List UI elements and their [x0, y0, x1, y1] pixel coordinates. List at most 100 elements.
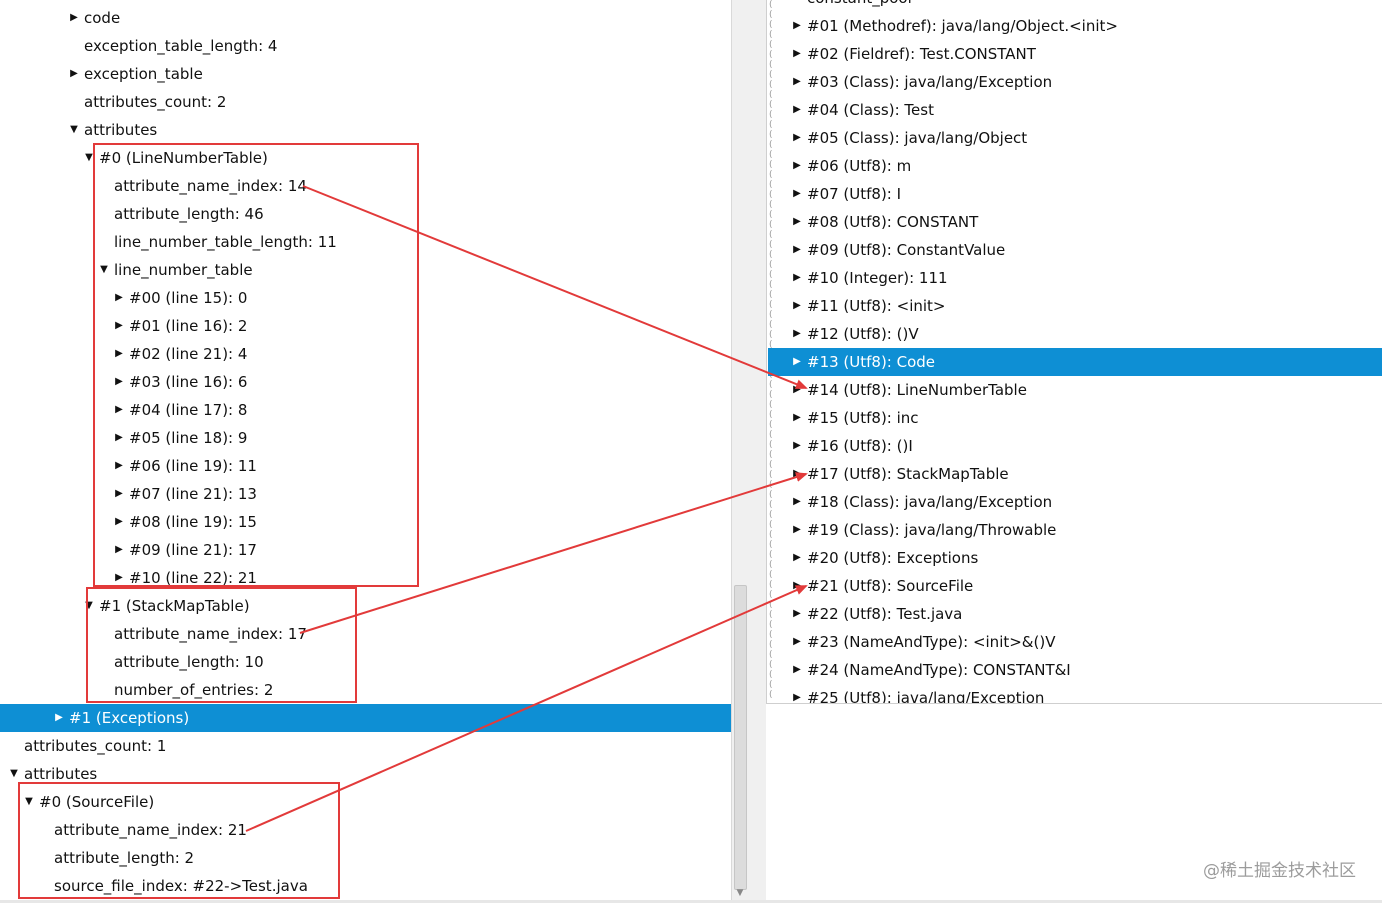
triangle-right-icon[interactable]: ▶ [793, 216, 801, 227]
left-tree-row[interactable]: ▶#10 (line 22): 21 [0, 564, 731, 592]
triangle-right-icon[interactable]: ▶ [115, 348, 123, 359]
left-tree-row[interactable]: ▶#1 (Exceptions) [0, 704, 731, 732]
left-tree-row[interactable]: ▶#04 (line 17): 8 [0, 396, 731, 424]
left-tree-row[interactable]: exception_table_length: 4 [0, 32, 731, 60]
right-tree-row[interactable]: constant_pool [768, 0, 1382, 12]
left-tree-row[interactable]: ▼line_number_table [0, 256, 731, 284]
left-tree-row[interactable]: line_number_table_length: 11 [0, 228, 731, 256]
left-tree-row[interactable]: ▼#0 (LineNumberTable) [0, 144, 731, 172]
right-tree-row[interactable]: ▶#01 (Methodref): java/lang/Object.<init… [768, 12, 1382, 40]
left-tree-row[interactable]: attribute_length: 10 [0, 648, 731, 676]
right-tree-row[interactable]: ▶#24 (NameAndType): CONSTANT&I [768, 656, 1382, 684]
right-tree-row[interactable]: ▶#18 (Class): java/lang/Exception [768, 488, 1382, 516]
triangle-right-icon[interactable]: ▶ [115, 404, 123, 415]
right-tree-row[interactable]: ▶#03 (Class): java/lang/Exception [768, 68, 1382, 96]
triangle-right-icon[interactable]: ▶ [793, 524, 801, 535]
scroll-down-icon[interactable]: ▼ [736, 888, 744, 898]
left-tree-row[interactable]: attribute_length: 46 [0, 200, 731, 228]
triangle-right-icon[interactable]: ▶ [115, 320, 123, 331]
left-tree-row[interactable]: ▶#08 (line 19): 15 [0, 508, 731, 536]
right-tree-row[interactable]: ▶#16 (Utf8): ()I [768, 432, 1382, 460]
triangle-right-icon[interactable]: ▶ [793, 552, 801, 563]
triangle-right-icon[interactable]: ▶ [115, 572, 123, 583]
right-tree-row[interactable]: ▶#02 (Fieldref): Test.CONSTANT [768, 40, 1382, 68]
left-tree-row[interactable]: ▶#09 (line 21): 17 [0, 536, 731, 564]
triangle-right-icon[interactable]: ▶ [793, 440, 801, 451]
left-tree-row[interactable]: attributes_count: 1 [0, 732, 731, 760]
triangle-right-icon[interactable]: ▶ [793, 104, 801, 115]
left-tree-row[interactable]: ▶#03 (line 16): 6 [0, 368, 731, 396]
right-tree-row[interactable]: ▶#08 (Utf8): CONSTANT [768, 208, 1382, 236]
left-tree-row[interactable]: attribute_name_index: 21 [0, 816, 731, 844]
left-tree-row[interactable]: ▶#05 (line 18): 9 [0, 424, 731, 452]
triangle-right-icon[interactable]: ▶ [793, 580, 801, 591]
triangle-right-icon[interactable]: ▶ [793, 356, 801, 367]
right-tree-row[interactable]: ▶#09 (Utf8): ConstantValue [768, 236, 1382, 264]
triangle-right-icon[interactable]: ▶ [793, 692, 801, 703]
triangle-right-icon[interactable]: ▶ [793, 636, 801, 647]
left-tree-row[interactable]: number_of_entries: 2 [0, 676, 731, 704]
triangle-right-icon[interactable]: ▶ [793, 272, 801, 283]
triangle-right-icon[interactable]: ▶ [793, 496, 801, 507]
left-tree-row[interactable]: ▶#02 (line 21): 4 [0, 340, 731, 368]
vertical-scrollbar[interactable]: ▼ [731, 0, 748, 903]
triangle-down-icon[interactable]: ▼ [85, 600, 93, 611]
left-tree-row[interactable]: ▶#06 (line 19): 11 [0, 452, 731, 480]
triangle-right-icon[interactable]: ▶ [70, 12, 78, 23]
triangle-right-icon[interactable]: ▶ [793, 20, 801, 31]
right-tree-row[interactable]: ▶#14 (Utf8): LineNumberTable [768, 376, 1382, 404]
right-tree-row[interactable]: ▶#22 (Utf8): Test.java [768, 600, 1382, 628]
left-tree-row[interactable]: ▶#07 (line 21): 13 [0, 480, 731, 508]
right-tree-row[interactable]: ▶#12 (Utf8): ()V [768, 320, 1382, 348]
right-tree-row[interactable]: ▶#15 (Utf8): inc [768, 404, 1382, 432]
triangle-down-icon[interactable]: ▼ [25, 796, 33, 807]
triangle-right-icon[interactable]: ▶ [793, 328, 801, 339]
triangle-right-icon[interactable]: ▶ [115, 460, 123, 471]
scrollbar-thumb[interactable] [734, 585, 747, 890]
right-tree-row[interactable]: ▶#20 (Utf8): Exceptions [768, 544, 1382, 572]
split-divider[interactable] [748, 0, 766, 903]
right-tree-row[interactable]: ▶#10 (Integer): 111 [768, 264, 1382, 292]
triangle-right-icon[interactable]: ▶ [793, 608, 801, 619]
triangle-down-icon[interactable]: ▼ [100, 264, 108, 275]
right-tree-row[interactable]: ▶#17 (Utf8): StackMapTable [768, 460, 1382, 488]
right-tree-row[interactable]: ▶#04 (Class): Test [768, 96, 1382, 124]
left-tree-row[interactable]: attribute_name_index: 14 [0, 172, 731, 200]
triangle-down-icon[interactable]: ▼ [85, 152, 93, 163]
triangle-right-icon[interactable]: ▶ [793, 76, 801, 87]
right-tree-row[interactable]: ▶#05 (Class): java/lang/Object [768, 124, 1382, 152]
right-tree-row[interactable]: ▶#19 (Class): java/lang/Throwable [768, 516, 1382, 544]
right-tree-row[interactable]: ▶#21 (Utf8): SourceFile [768, 572, 1382, 600]
right-tree-row[interactable]: ▶#23 (NameAndType): <init>&()V [768, 628, 1382, 656]
left-tree-row[interactable]: attributes_count: 2 [0, 88, 731, 116]
triangle-right-icon[interactable]: ▶ [793, 412, 801, 423]
right-tree-row[interactable]: ▶#11 (Utf8): <init> [768, 292, 1382, 320]
right-tree-row[interactable]: ▶#06 (Utf8): m [768, 152, 1382, 180]
triangle-right-icon[interactable]: ▶ [793, 132, 801, 143]
left-tree-row[interactable]: ▼#0 (SourceFile) [0, 788, 731, 816]
left-tree-row[interactable]: ▼attributes [0, 116, 731, 144]
left-tree-row[interactable]: source_file_index: #22->Test.java [0, 872, 731, 900]
triangle-right-icon[interactable]: ▶ [115, 488, 123, 499]
triangle-right-icon[interactable]: ▶ [115, 292, 123, 303]
right-tree-row[interactable]: ▶#13 (Utf8): Code [768, 348, 1382, 376]
left-tree-row[interactable]: ▶exception_table [0, 60, 731, 88]
triangle-right-icon[interactable]: ▶ [793, 300, 801, 311]
triangle-right-icon[interactable]: ▶ [793, 664, 801, 675]
right-tree-row[interactable]: ▶#07 (Utf8): I [768, 180, 1382, 208]
triangle-right-icon[interactable]: ▶ [793, 160, 801, 171]
triangle-down-icon[interactable]: ▼ [70, 124, 78, 135]
triangle-right-icon[interactable]: ▶ [793, 188, 801, 199]
triangle-right-icon[interactable]: ▶ [793, 48, 801, 59]
left-tree-row[interactable]: ▶code [0, 4, 731, 32]
triangle-right-icon[interactable]: ▶ [115, 432, 123, 443]
triangle-right-icon[interactable]: ▶ [55, 712, 63, 723]
triangle-down-icon[interactable]: ▼ [10, 768, 18, 779]
triangle-right-icon[interactable]: ▶ [793, 244, 801, 255]
triangle-right-icon[interactable]: ▶ [115, 376, 123, 387]
left-tree-row[interactable]: ▼attributes [0, 760, 731, 788]
left-tree-row[interactable]: ▼#1 (StackMapTable) [0, 592, 731, 620]
triangle-right-icon[interactable]: ▶ [793, 468, 801, 479]
triangle-right-icon[interactable]: ▶ [115, 516, 123, 527]
left-tree-row[interactable]: ▶#01 (line 16): 2 [0, 312, 731, 340]
